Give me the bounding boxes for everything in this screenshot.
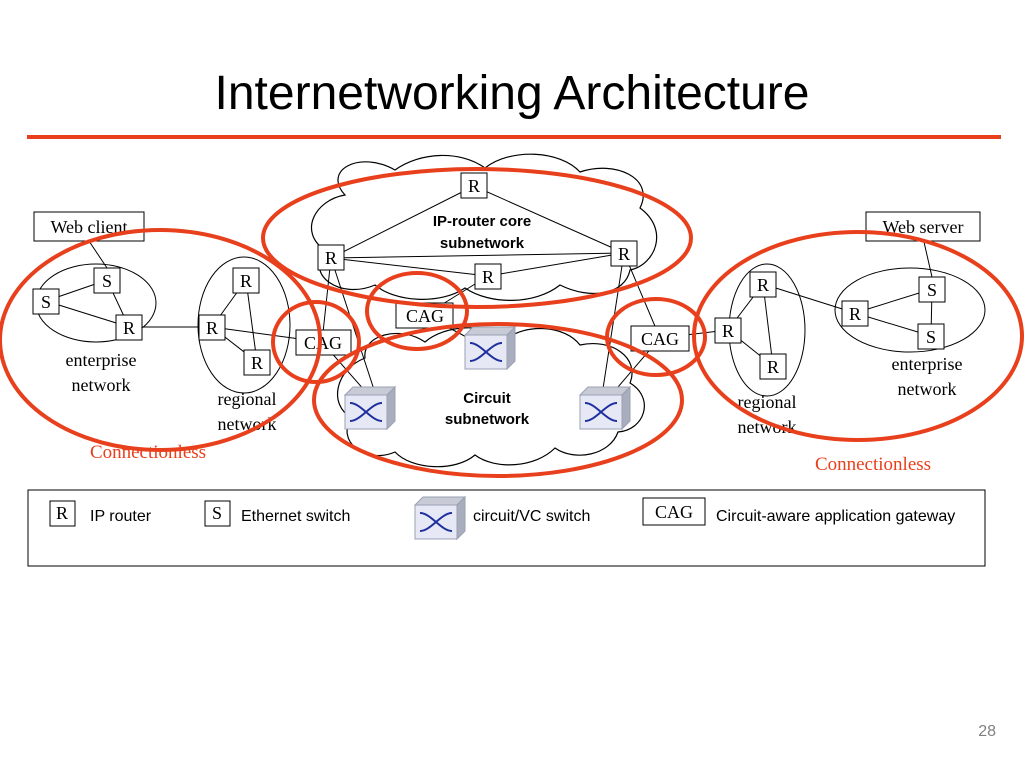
right-enterprise-oval bbox=[834, 267, 986, 353]
router-label: R bbox=[325, 248, 337, 268]
title-underline bbox=[27, 135, 1001, 139]
left-enterprise-label: network bbox=[72, 375, 131, 395]
legend-router-symbol: R bbox=[56, 503, 68, 523]
highlight-rings bbox=[0, 167, 1024, 478]
web-server-label: Web server bbox=[882, 217, 963, 237]
router-label: R bbox=[757, 275, 769, 295]
switch-label: S bbox=[41, 292, 51, 312]
cag-label: CAG bbox=[641, 329, 679, 349]
cag-label: CAG bbox=[406, 306, 444, 326]
vc-switch-icon bbox=[344, 386, 396, 430]
router-label: R bbox=[618, 244, 630, 264]
right-regional-label: regional bbox=[738, 392, 797, 412]
router-label: R bbox=[240, 271, 252, 291]
left-regional-oval bbox=[197, 256, 291, 394]
left-regional-label: network bbox=[218, 414, 277, 434]
right-enterprise-label: network bbox=[898, 379, 957, 399]
core-subnetwork-label: subnetwork bbox=[440, 235, 525, 252]
legend-vc-switch-icon bbox=[414, 496, 466, 540]
core-cloud bbox=[311, 153, 658, 301]
slide-title: Internetworking Architecture bbox=[214, 67, 810, 120]
web-client-label: Web client bbox=[50, 217, 127, 237]
core-subnetwork-label: IP-router core bbox=[433, 213, 531, 230]
router-label: R bbox=[206, 318, 218, 338]
legend-vc-switch-label: circuit/VC switch bbox=[473, 508, 590, 525]
legend-switch-label: Ethernet switch bbox=[241, 508, 350, 525]
legend-switch-symbol: S bbox=[212, 503, 222, 523]
circuit-subnetwork-label: Circuit bbox=[463, 390, 511, 407]
vc-switch-icon bbox=[579, 386, 631, 430]
cag-label: CAG bbox=[304, 333, 342, 353]
switch-label: S bbox=[926, 327, 936, 347]
node-boxes bbox=[32, 172, 981, 380]
switch-label: S bbox=[102, 271, 112, 291]
right-regional-label: network bbox=[738, 417, 797, 437]
router-label: R bbox=[482, 267, 494, 287]
legend-router-label: IP router bbox=[90, 508, 152, 525]
router-label: R bbox=[123, 318, 135, 338]
page-number: 28 bbox=[978, 723, 996, 740]
legend-cag-symbol: CAG bbox=[655, 502, 693, 522]
switch-label: S bbox=[927, 280, 937, 300]
legend-box bbox=[27, 489, 986, 567]
circuit-subnetwork-label: subnetwork bbox=[445, 411, 530, 428]
left-enterprise-label: enterprise bbox=[66, 350, 137, 370]
vc-switch-icon bbox=[464, 326, 516, 370]
router-label: R bbox=[251, 353, 263, 373]
right-enterprise-label: enterprise bbox=[892, 354, 963, 374]
router-label: R bbox=[722, 321, 734, 341]
right-connectionless-label: Connectionless bbox=[815, 454, 931, 475]
router-label: R bbox=[767, 357, 779, 377]
router-label: R bbox=[849, 304, 861, 324]
left-regional-label: regional bbox=[218, 389, 277, 409]
router-label: R bbox=[468, 176, 480, 196]
legend-cag-label: Circuit-aware application gateway bbox=[716, 508, 955, 525]
